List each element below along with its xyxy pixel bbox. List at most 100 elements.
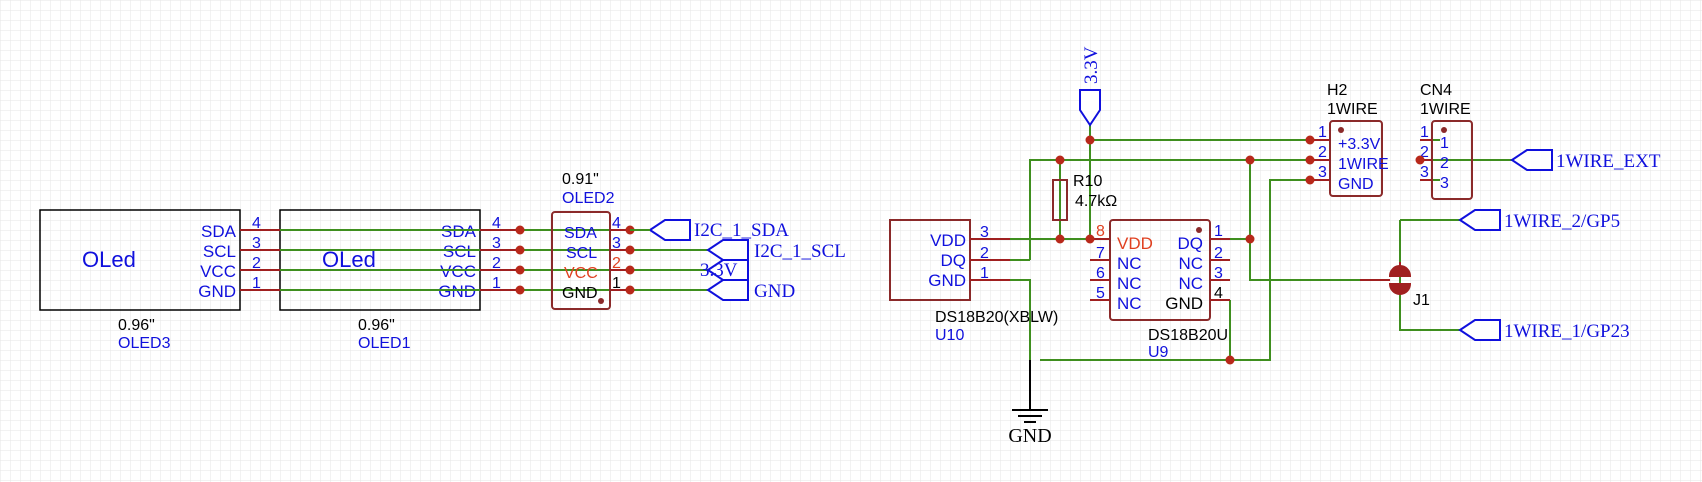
net-flag-3v3-top[interactable]: 3.3V: [1079, 46, 1102, 127]
u9-right-pin-stubs: [1210, 238, 1230, 301]
u10-pin-num-1: 1: [980, 265, 989, 282]
net-label-i2c-sda: I2C_1_SDA: [694, 220, 789, 241]
u10-pin-label-gnd: GND: [928, 271, 966, 290]
u10-pin-label-vdd: VDD: [930, 231, 966, 250]
r10-body: [1052, 179, 1068, 221]
u9-name: DS18B20U: [1148, 327, 1228, 344]
net-label-1wire-2: 1WIRE_2/GP5: [1504, 211, 1620, 232]
cn4-ref: CN4: [1420, 82, 1452, 99]
oled1-pin-num-1: 1: [492, 275, 501, 292]
oled1-symbol[interactable]: OLed SDA SCL VCC GND 4 3 2 1 0.96" OLED1: [279, 209, 501, 352]
oled2-pin-label-scl: SCL: [566, 245, 597, 262]
net-label-gnd-bottom: GND: [1008, 425, 1051, 447]
j1-top-pad: [1388, 265, 1412, 277]
u9-rpin-num-2: 2: [1214, 245, 1223, 262]
u9-lpin-label-nc6: NC: [1117, 274, 1142, 293]
oled2-pin-num-2: 2: [612, 255, 621, 272]
net-flag-1wire-2[interactable]: 1WIRE_2/GP5: [1458, 209, 1620, 232]
oled3-pin-num-3: 3: [252, 235, 261, 252]
h2-pin-num-1: 1: [1318, 124, 1327, 141]
oled2-pin-label-vcc: VCC: [564, 265, 598, 282]
oled1-pin-num-3: 3: [492, 235, 501, 252]
oled2-size: 0.91": [562, 171, 599, 188]
oled3-symbol[interactable]: OLed SDA SCL VCC GND 4 3 2 1 0.96" OLED3: [39, 209, 261, 352]
u10-symbol[interactable]: VDD DQ GND 3 2 1 DS18B20(XBLW) U10: [889, 219, 1058, 344]
oled3-body: [39, 209, 241, 311]
oled1-pin-label-scl: SCL: [443, 242, 476, 261]
net-label-1wire-ext: 1WIRE_EXT: [1556, 151, 1661, 172]
oled2-symbol[interactable]: 0.91" OLED2 SDA SCL VCC GND 4 3 2 1: [551, 171, 621, 310]
u10-pin-label-dq: DQ: [941, 251, 967, 270]
u10-pin-num-2: 2: [980, 245, 989, 262]
u9-symbol[interactable]: 8 7 6 5 VDD NC NC NC DQ NC NC GND 1 2 3 …: [1090, 219, 1230, 361]
cn4-connector[interactable]: CN4 1WIRE 1 2 3 1 2 3: [1420, 82, 1473, 200]
gnd-power-symbol[interactable]: GND: [1008, 360, 1052, 447]
oled3-size: 0.96": [118, 317, 155, 334]
h2-value: 1WIRE: [1327, 101, 1378, 118]
oled2-body: [551, 211, 611, 310]
oled3-pin-label-vcc: VCC: [200, 262, 236, 281]
u9-rpin-num-3: 3: [1214, 265, 1223, 282]
net-flag-gnd-left[interactable]: GND: [706, 279, 795, 302]
u9-rpin-label-dq: DQ: [1178, 234, 1204, 253]
oled1-pin-label-sda: SDA: [441, 222, 477, 241]
cn4-value: 1WIRE: [1420, 101, 1471, 118]
net-label-3v3-top: 3.3V: [1081, 46, 1102, 84]
h2-header[interactable]: H2 1WIRE 1 2 3 +3.3V 1WIRE GND: [1310, 82, 1389, 197]
oled2-pin-num-1: 1: [612, 275, 621, 292]
onewire-junctions: [1055, 135, 1425, 365]
cn4-outer-pin-2: 2: [1420, 144, 1429, 161]
j1-solder-jumper[interactable]: J1: [1360, 262, 1430, 309]
u10-ref: U10: [935, 327, 964, 344]
u9-rpin-num-1: 1: [1214, 223, 1223, 240]
u9-rpin-label-nc2: NC: [1178, 254, 1203, 273]
h2-pin-label-3v3: +3.3V: [1338, 136, 1381, 153]
u9-lpin-num-7: 7: [1096, 245, 1105, 262]
net-flag-i2c-scl[interactable]: I2C_1_SCL: [706, 239, 846, 262]
cn4-inner-pin-2: 2: [1440, 155, 1449, 172]
net-flag-i2c-sda[interactable]: I2C_1_SDA: [648, 219, 789, 241]
cn4-inner-pin-1: 1: [1440, 135, 1449, 152]
cn4-outer-pin-1: 1: [1420, 124, 1429, 141]
oled1-pin-label-gnd: GND: [438, 282, 476, 301]
oled2-pin1-marker: [598, 298, 604, 304]
h2-ref: H2: [1327, 82, 1348, 99]
oled2-pin-label-gnd: GND: [562, 285, 598, 302]
net-flag-3v3-left[interactable]: 3.3V: [700, 259, 749, 281]
r10-ref: R10: [1073, 173, 1102, 190]
net-label-3v3-left: 3.3V: [700, 260, 738, 281]
cn4-pin1-marker: [1441, 127, 1447, 133]
oled3-pin-label-sda: SDA: [201, 222, 237, 241]
net-flag-1wire-ext[interactable]: 1WIRE_EXT: [1510, 149, 1661, 172]
r10-value: 4.7kΩ: [1075, 193, 1117, 210]
net-flag-1wire-1[interactable]: 1WIRE_1/GP23: [1458, 319, 1630, 342]
u9-pin1-marker: [1196, 227, 1202, 233]
h2-pin-label-gnd: GND: [1338, 176, 1374, 193]
u9-lpin-label-nc7: NC: [1117, 254, 1142, 273]
h2-pin-label-1wire: 1WIRE: [1338, 156, 1389, 173]
oled1-pin-label-vcc: VCC: [440, 262, 476, 281]
u10-name: DS18B20(XBLW): [935, 309, 1058, 326]
oled3-pin-num-1: 1: [252, 275, 261, 292]
oled1-body: [279, 209, 481, 311]
u10-pin-stubs: [970, 238, 1010, 281]
j1-bottom-pad: [1388, 283, 1412, 295]
oled2-pin-num-3: 3: [612, 235, 621, 252]
u9-rpin-num-4: 4: [1214, 285, 1223, 302]
oled1-name: OLed: [322, 247, 376, 272]
net-label-1wire-1: 1WIRE_1/GP23: [1504, 321, 1630, 342]
u9-lpin-num-5: 5: [1096, 285, 1105, 302]
r10-resistor[interactable]: R10 4.7kΩ: [1052, 173, 1117, 221]
u10-pin-num-3: 3: [980, 224, 989, 241]
net-label-i2c-scl: I2C_1_SCL: [754, 241, 846, 262]
oled3-pin-num-4: 4: [252, 215, 261, 232]
h2-pin-num-2: 2: [1318, 144, 1327, 161]
u9-body: [1109, 219, 1211, 321]
i2c-junctions: [515, 225, 635, 295]
oled1-size: 0.96": [358, 317, 395, 334]
u9-left-pin-stubs: [1090, 238, 1110, 301]
u9-lpin-label-vdd: VDD: [1117, 234, 1153, 253]
oled3-pin-num-2: 2: [252, 255, 261, 272]
